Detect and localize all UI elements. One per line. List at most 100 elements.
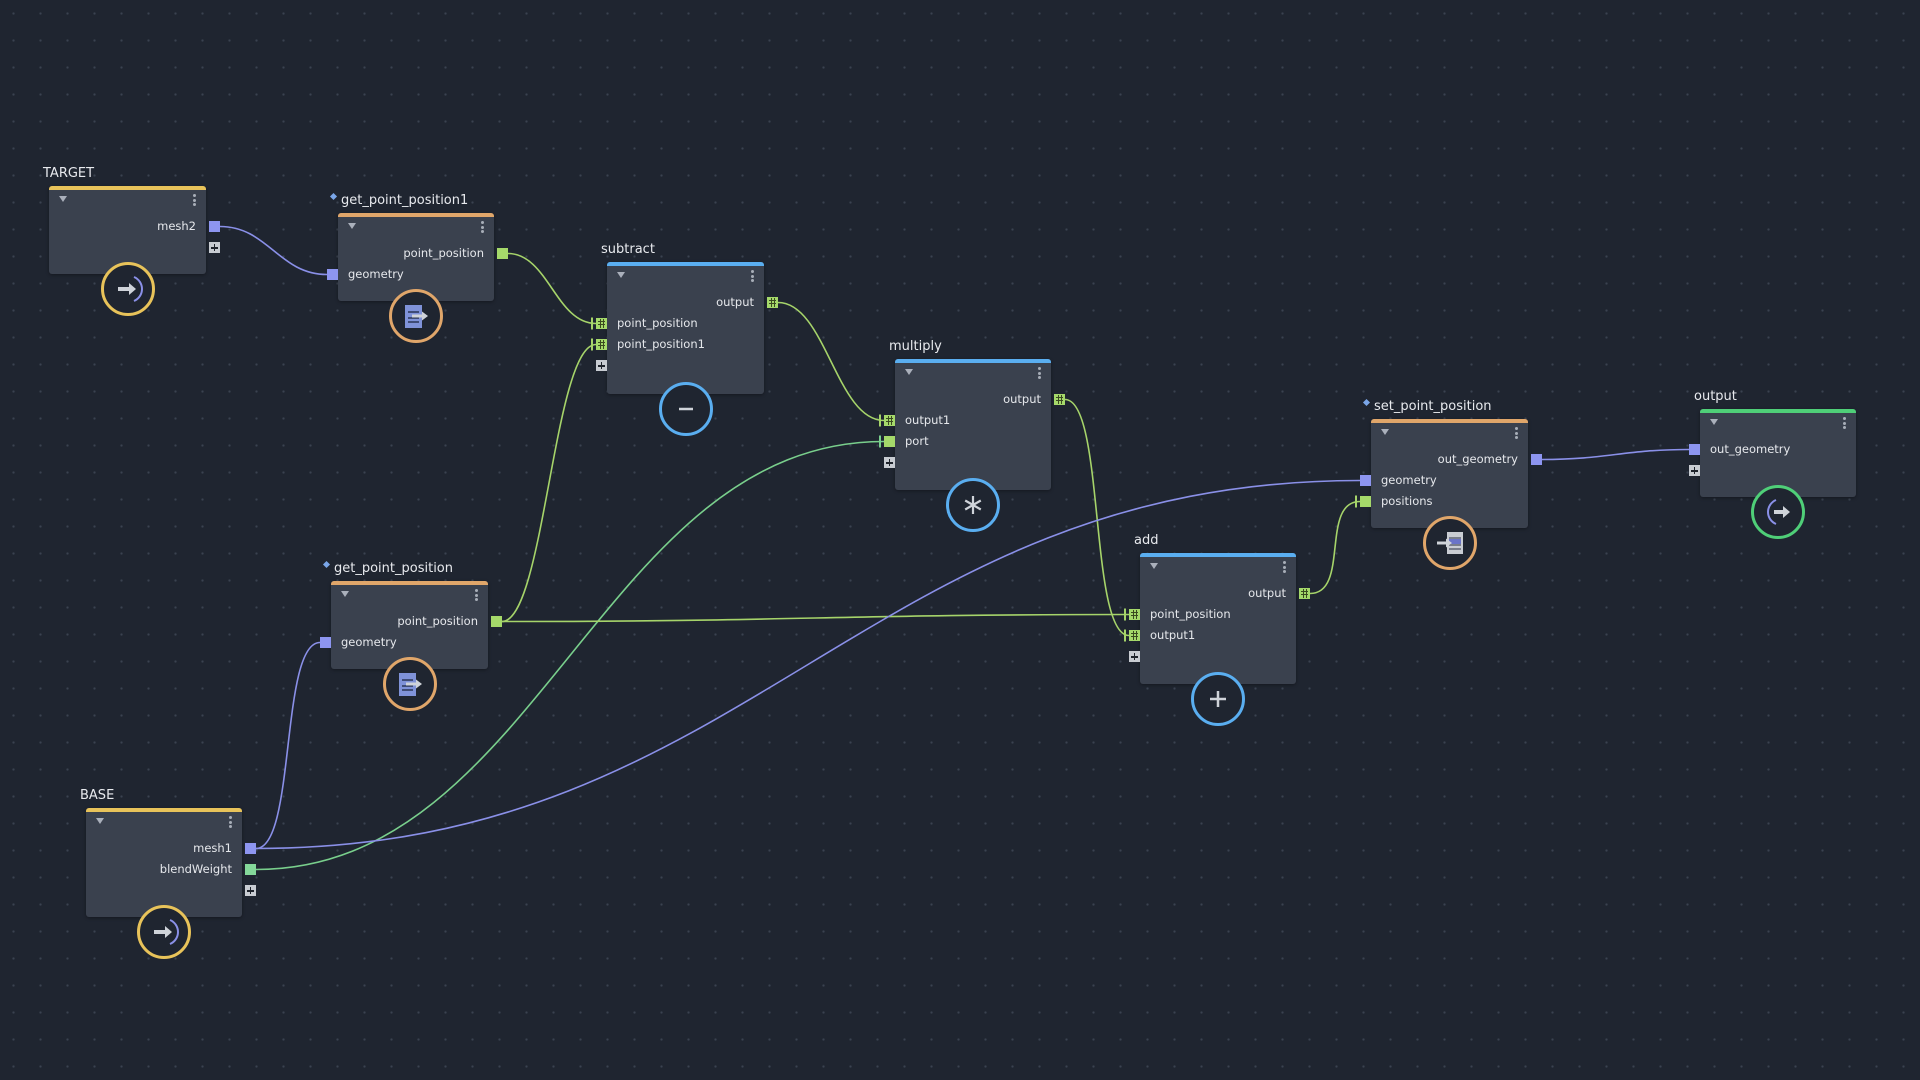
- plus-icon: [1210, 691, 1226, 707]
- plus-button[interactable]: [1191, 672, 1245, 726]
- node-title: subtract: [601, 242, 655, 257]
- collapse-triangle-icon[interactable]: [59, 196, 67, 202]
- collapse-triangle-icon[interactable]: [96, 818, 104, 824]
- node-title: output: [1694, 389, 1737, 404]
- input-port-label: positions: [1381, 494, 1433, 508]
- output-port-output[interactable]: [1299, 588, 1310, 599]
- add-port-button[interactable]: [245, 885, 256, 896]
- input-port-out_geometry[interactable]: [1689, 444, 1700, 455]
- kebab-menu-icon[interactable]: [1283, 561, 1286, 575]
- input-arrow-button[interactable]: [137, 905, 191, 959]
- collapse-triangle-icon[interactable]: [617, 272, 625, 278]
- node-title: set_point_position: [1362, 398, 1492, 414]
- collapse-triangle-icon[interactable]: [348, 223, 356, 229]
- node-target[interactable]: mesh2: [49, 186, 206, 274]
- connection-wire[interactable]: [1541, 448, 1690, 461]
- node-output[interactable]: out_geometry: [1700, 409, 1856, 497]
- collapse-triangle-icon[interactable]: [1710, 419, 1718, 425]
- collapse-triangle-icon[interactable]: [1150, 563, 1158, 569]
- connection-wire[interactable]: [507, 252, 597, 325]
- output-port-output[interactable]: [1054, 394, 1065, 405]
- get-data-button[interactable]: [382, 657, 437, 711]
- input-port-label: output1: [1150, 628, 1196, 642]
- node-header-bar: [338, 213, 494, 217]
- input-port-geometry[interactable]: [327, 269, 338, 280]
- input-port-point_position1[interactable]: [596, 339, 607, 350]
- node-title-text: add: [1134, 533, 1159, 548]
- kebab-menu-icon[interactable]: [751, 270, 754, 284]
- connection-wire[interactable]: [501, 343, 597, 623]
- connection-wire[interactable]: [1064, 398, 1130, 637]
- add-port-button[interactable]: [1129, 651, 1140, 662]
- input-arrow-icon: [154, 919, 179, 945]
- connection-wire[interactable]: [501, 613, 1130, 623]
- collapse-triangle-icon[interactable]: [905, 369, 913, 375]
- node-title-text: set_point_position: [1374, 399, 1492, 414]
- get-data-icon: [398, 673, 422, 696]
- input-port-point_position[interactable]: [596, 318, 607, 329]
- input-port-point_position[interactable]: [1129, 609, 1140, 620]
- add-port-button[interactable]: [1689, 465, 1700, 476]
- input-port-port[interactable]: [884, 436, 895, 447]
- input-port-geometry[interactable]: [1360, 475, 1371, 486]
- output-port-point_position[interactable]: [491, 616, 502, 627]
- asterisk-button[interactable]: [946, 478, 1000, 532]
- collapse-triangle-icon[interactable]: [1381, 429, 1389, 435]
- output-port-mesh2[interactable]: [209, 221, 220, 232]
- kebab-menu-icon[interactable]: [1515, 427, 1518, 441]
- kebab-menu-icon[interactable]: [1843, 417, 1846, 431]
- node-header-bar: [1371, 419, 1528, 423]
- output-port-out_geometry[interactable]: [1531, 454, 1542, 465]
- connection-wire[interactable]: [255, 641, 321, 850]
- input-arrow-icon: [117, 276, 143, 302]
- get-data-button[interactable]: [389, 289, 443, 343]
- input-port-label: point_position: [1150, 607, 1231, 621]
- output-port-label: mesh2: [157, 219, 196, 233]
- asterisk-icon: [964, 496, 982, 514]
- connection-wire[interactable]: [1309, 500, 1361, 595]
- input-port-output1[interactable]: [1129, 630, 1140, 641]
- kebab-menu-icon[interactable]: [193, 194, 196, 208]
- node-title: multiply: [889, 339, 942, 354]
- node-title-text: subtract: [601, 242, 655, 257]
- input-port-positions[interactable]: [1360, 496, 1371, 507]
- output-port-blendweight[interactable]: [245, 864, 256, 875]
- input-port-output1[interactable]: [884, 415, 895, 426]
- output-arrow-button[interactable]: [1751, 485, 1805, 539]
- output-port-label: output: [1003, 392, 1041, 406]
- output-port-mesh1[interactable]: [245, 843, 256, 854]
- output-port-label: point_position: [403, 246, 484, 260]
- connection-wire[interactable]: [777, 301, 885, 422]
- add-port-button[interactable]: [209, 242, 220, 253]
- input-port-geometry[interactable]: [320, 637, 331, 648]
- kebab-menu-icon[interactable]: [481, 221, 484, 235]
- add-port-button[interactable]: [596, 360, 607, 371]
- kebab-menu-icon[interactable]: [229, 816, 232, 830]
- connection-wire[interactable]: [219, 225, 328, 276]
- input-arrow-button[interactable]: [100, 262, 155, 316]
- kebab-menu-icon[interactable]: [1038, 367, 1041, 381]
- input-port-label: geometry: [1381, 473, 1437, 487]
- set-data-button[interactable]: [1422, 516, 1477, 570]
- output-port-label: out_geometry: [1437, 452, 1518, 466]
- input-port-label: geometry: [348, 267, 404, 281]
- collapse-triangle-icon[interactable]: [341, 591, 349, 597]
- node-title: get_point_position1: [329, 192, 468, 208]
- minus-button[interactable]: [658, 382, 713, 436]
- output-port-output[interactable]: [767, 297, 778, 308]
- add-port-button[interactable]: [884, 457, 895, 468]
- node-get-point-position1[interactable]: point_position geometry: [338, 213, 494, 301]
- node-header-bar: [49, 186, 206, 190]
- input-port-label: output1: [905, 413, 951, 427]
- input-port-label: point_position1: [617, 337, 705, 351]
- kebab-menu-icon[interactable]: [475, 589, 478, 603]
- output-port-point_position[interactable]: [497, 248, 508, 259]
- set-data-icon: [1436, 532, 1463, 554]
